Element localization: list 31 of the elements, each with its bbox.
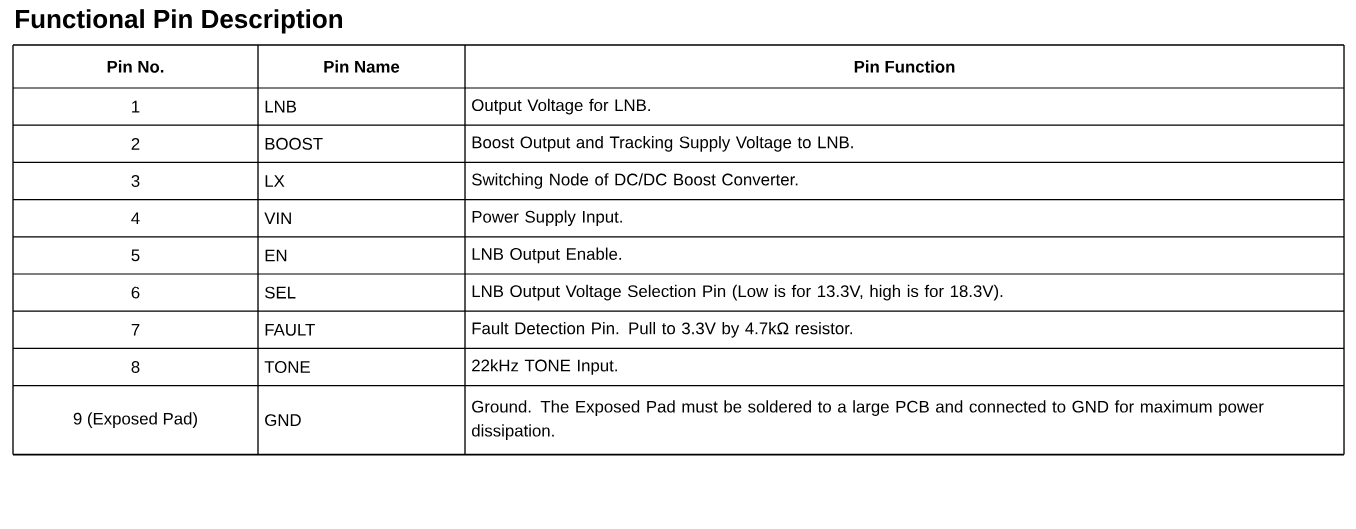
pin-name: EN [265,249,287,262]
pin-name: BOOST [265,137,323,150]
pin-function: LNB Output Enable. [472,247,621,264]
pin-function: Ground. The Exposed Pad must be soldered to a large PCB and connected to GND for maximum power dissipation. [472,400,1264,440]
pin-name: SEL [265,286,296,299]
pin-function: Switching Node of DC/DC Boost Converter. [472,173,798,189]
pin-function: Power Supply Input. [472,210,622,227]
pin-function: Fault Detection Pin. Pull to 3.3V by 4.7kΩ resistor. [472,322,853,338]
title: Functional Pin Description [16,9,342,34]
pin-function: Output Voltage for LNB. [472,98,650,115]
pin-function: LNB Output Voltage Selection Pin (Low is for 13.3V, high is for 18.3V). [472,284,1003,301]
pin-name: VIN [264,212,291,224]
pin-number: 2 [131,137,140,150]
pin-function: Boost Output and Tracking Supply Voltage to LNB. [472,136,853,152]
column-header: Pin Name [324,60,400,73]
pin-number: 5 [131,249,140,262]
pin-number: 8 [131,361,140,373]
pin-number: 6 [131,286,140,299]
pin-number: 9 (Exposed Pad) [73,412,197,428]
pin-number: 3 [131,175,140,187]
pin-number: 7 [131,324,140,336]
pin-name: GND [265,414,301,427]
pin-name: LX [265,175,285,187]
pin-number: 1 [132,100,140,113]
pin-name: FAULT [265,323,315,336]
column-header: Pin No. [107,60,164,73]
pin-number: 4 [131,212,140,224]
pin-name: LNB [265,100,297,113]
pin-name: TONE [264,361,310,373]
column-header: Pin Function [854,60,955,73]
pin-function: 22kHz TONE Input. [472,359,617,375]
